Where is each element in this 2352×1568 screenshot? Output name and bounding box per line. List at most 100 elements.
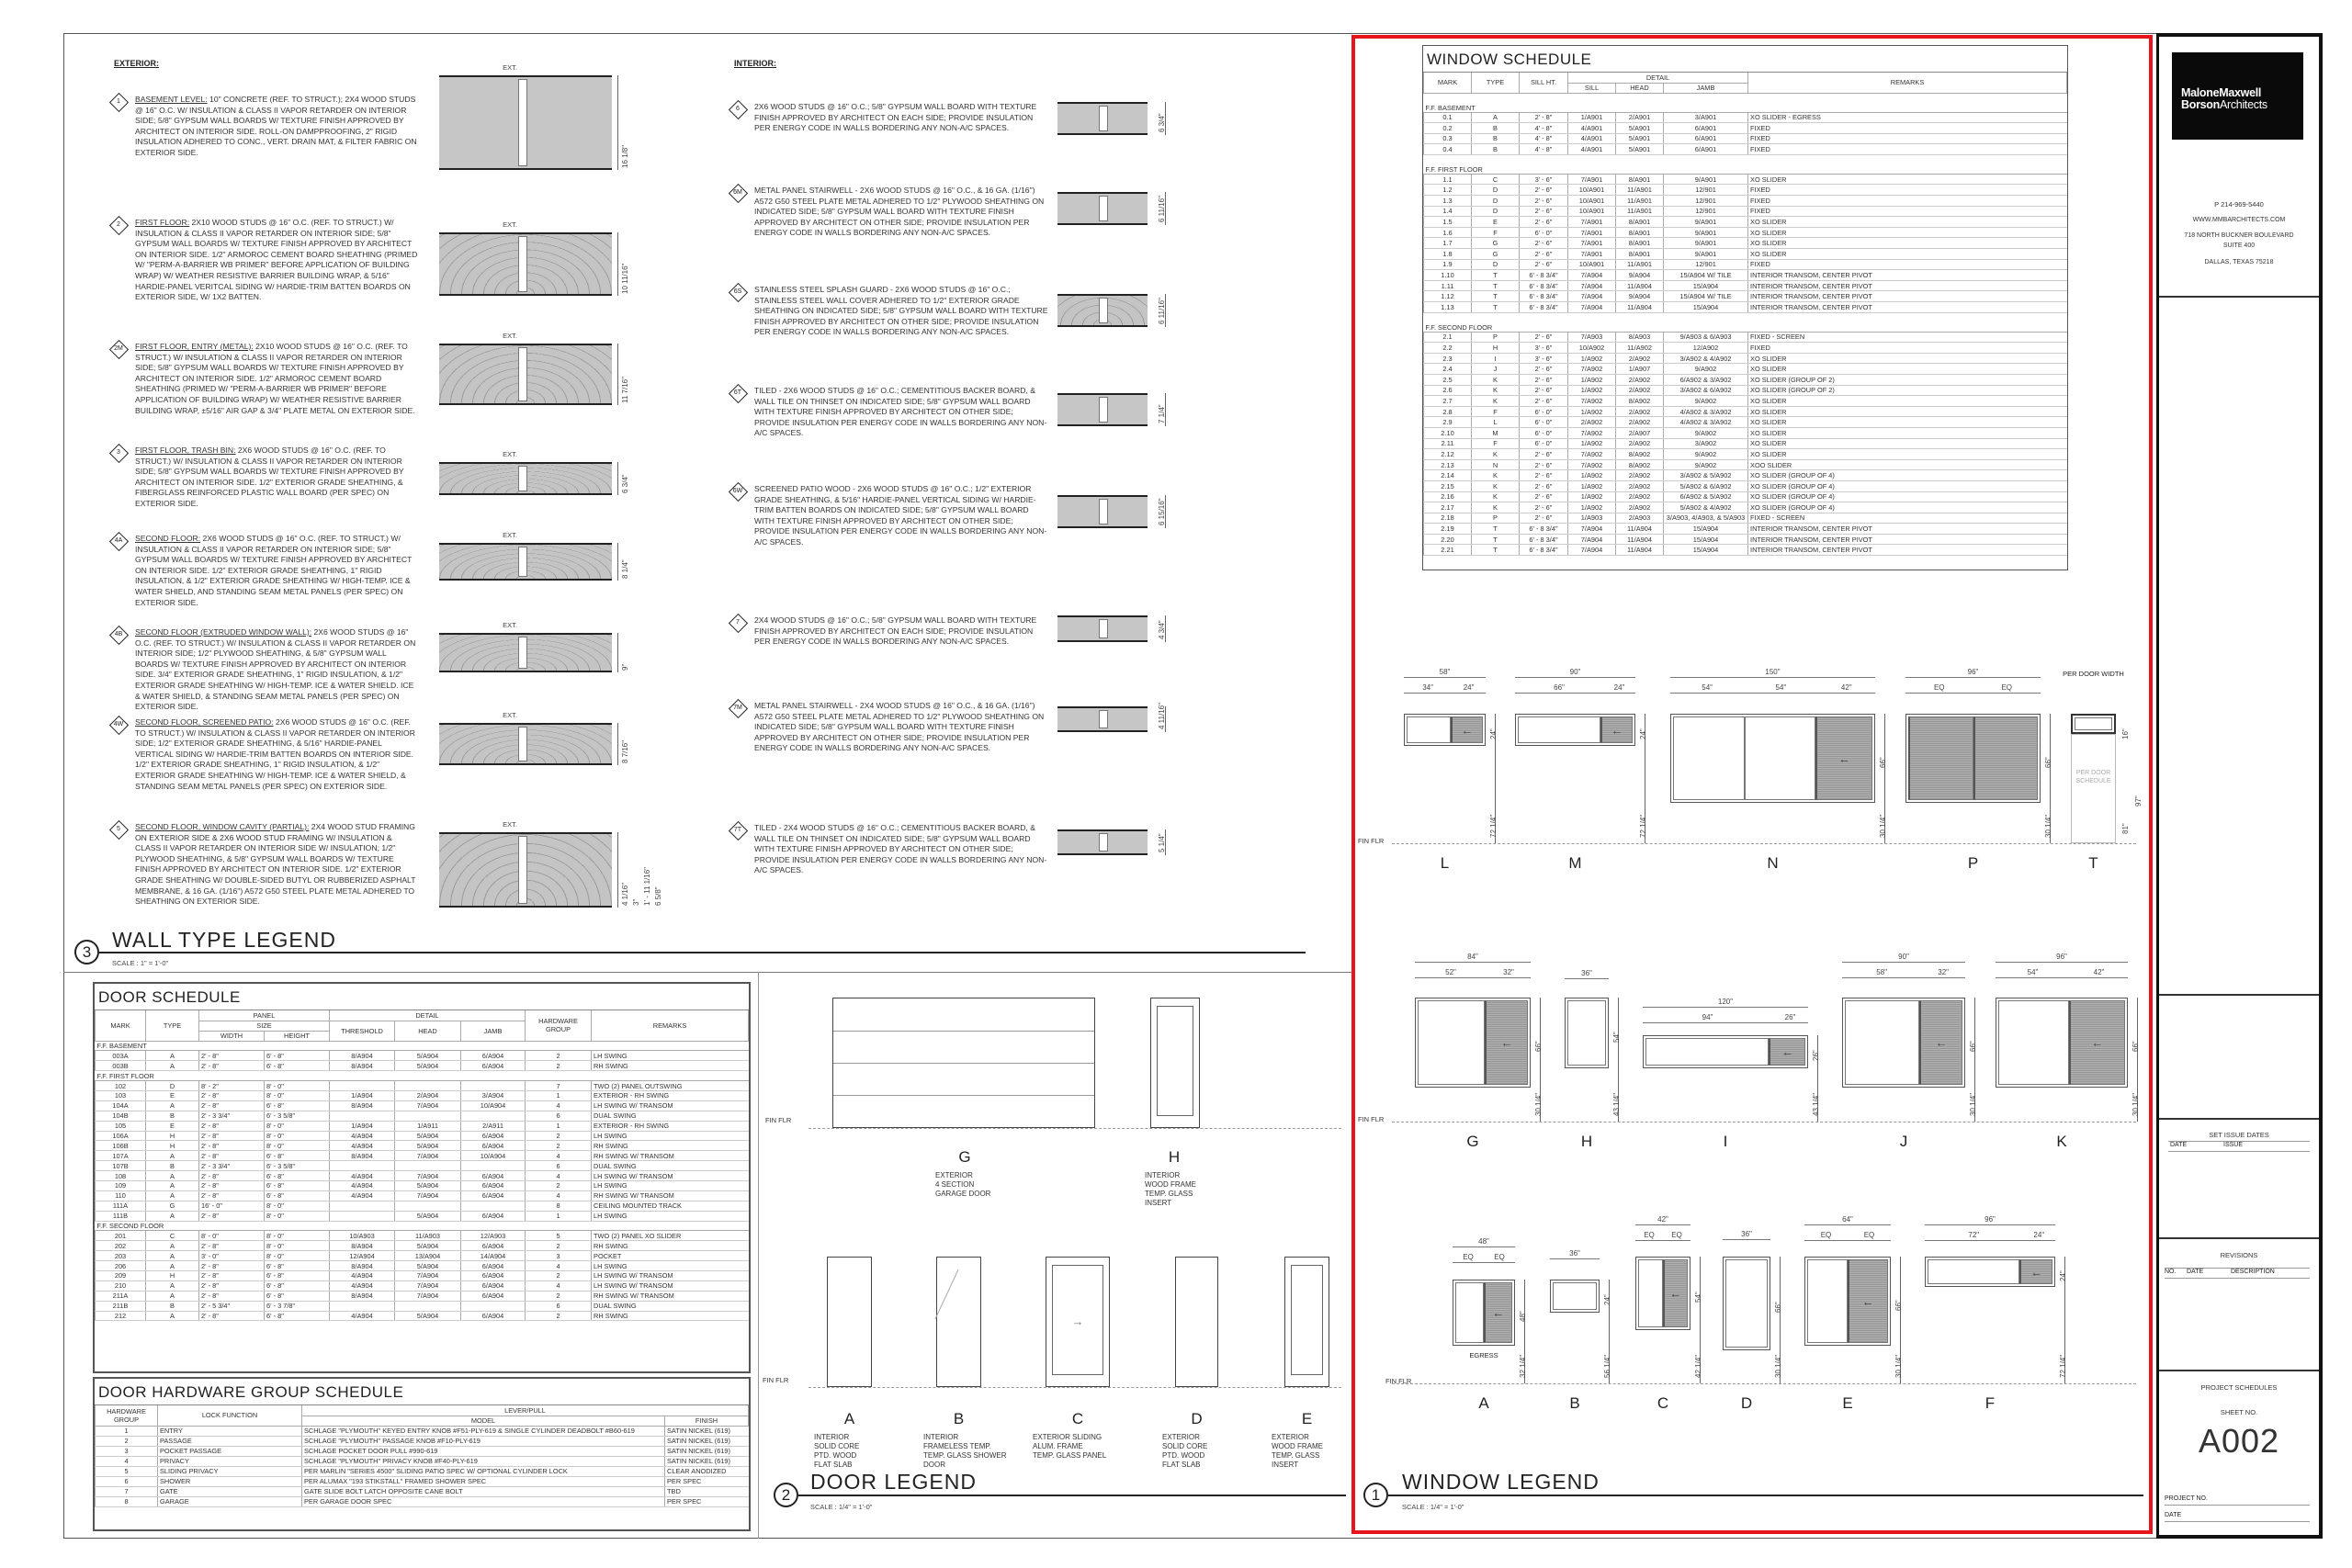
table-cell: T: [1471, 301, 1520, 313]
table-cell: 8' - 0": [264, 1140, 330, 1152]
window-type-label: F: [1984, 1394, 1996, 1412]
wall-note-title: SECOND FLOOR, WINDOW CAVITY (PARTIAL):: [135, 822, 310, 831]
door-type-description: EXTERIOR SLIDING ALUM. FRAME TEMP. GLASS…: [1033, 1433, 1107, 1460]
table-cell: 6' - 8 3/4": [1519, 280, 1568, 292]
window-height-dimension: 66": [1879, 756, 1887, 768]
table-cell: 6' - 8": [264, 1060, 330, 1072]
dimension-line: [617, 633, 618, 672]
logo-line-2b: Architects: [2219, 98, 2267, 111]
table-cell: E: [145, 1090, 199, 1101]
table-cell: 9/A904: [1615, 269, 1664, 281]
window-width-dimension: 90": [1515, 668, 1635, 678]
table-cell: [394, 1201, 461, 1212]
table-cell: G: [1471, 248, 1520, 260]
wall-note: BASEMENT LEVEL: 10" CONCRETE (REF. TO ST…: [135, 95, 420, 159]
table-cell: 211A: [95, 1291, 146, 1302]
table-cell: 12/901: [1662, 195, 1748, 207]
table-cell: 2' - 3 3/4": [198, 1111, 265, 1122]
window-sill-dimension: 30 1/4": [2044, 814, 2052, 838]
table-cell: LH SWING: [591, 1260, 749, 1271]
window-note: EGRESS: [1469, 1351, 1498, 1359]
set-issue-dates-label: SET ISSUE DATES: [2209, 1131, 2269, 1139]
table-cell: INTERIOR TRANSOM, CENTER PIVOT: [1747, 523, 2067, 535]
window-width-dimension: 96": [1996, 953, 2128, 963]
interior-heading: INTERIOR:: [734, 59, 776, 68]
table-cell: A: [145, 1291, 199, 1302]
table-cell: 206: [95, 1260, 146, 1271]
table-cell: 7/A901: [1567, 227, 1616, 239]
table-cell: 2/A902: [1567, 416, 1616, 428]
hardware-schedule-title: DOOR HARDWARE GROUP SCHEDULE: [95, 1379, 749, 1405]
table-cell: 6/A904: [459, 1311, 526, 1322]
wall-type-tag-label: 7T: [733, 827, 742, 833]
table-cell: 4/A904: [329, 1280, 395, 1292]
table-cell: 2: [525, 1060, 592, 1072]
firm-website[interactable]: WWW.MMBARCHITECTS.COM: [2192, 217, 2286, 223]
wall-note-title: FIRST FLOOR, TRASH BIN:: [135, 446, 236, 455]
table-cell: 3' - 0": [198, 1250, 265, 1262]
wall-note-title: BASEMENT LEVEL:: [135, 95, 208, 104]
table-cell: T: [1471, 534, 1520, 546]
table-cell: INTERIOR TRANSOM, CENTER PIVOT: [1747, 280, 2067, 292]
table-cell: LH SWING W/ TRANSOM: [591, 1270, 749, 1281]
table-cell: 2' - 6": [1519, 195, 1568, 207]
table-cell: XO SLIDER: [1747, 427, 2067, 439]
table-cell: K: [1471, 469, 1520, 481]
wall-type-tag-label: 6M: [733, 189, 742, 196]
sheet-no-label: SHEET NO.: [2220, 1408, 2258, 1416]
table-cell: 103: [95, 1090, 146, 1101]
wall-note: METAL PANEL STAIRWELL - 2X6 WOOD STUDS @…: [754, 186, 1045, 238]
table-cell: 2' - 8": [198, 1240, 265, 1252]
table-cell: 102: [95, 1080, 146, 1091]
window-elevation-P: [1905, 714, 2041, 803]
table-cell: 5/A904: [394, 1180, 461, 1191]
table-cell: 2/A911: [459, 1121, 526, 1132]
glass-pane: [1845, 1000, 1920, 1085]
table-cell: 8/A902: [1615, 448, 1664, 460]
col-type: TYPE: [145, 1010, 199, 1042]
table-cell: 7/A904: [394, 1150, 461, 1162]
table-cell: 6/A901: [1662, 143, 1748, 155]
table-cell: POCKET PASSAGE: [157, 1446, 302, 1457]
table-cell: 5/A901: [1615, 143, 1664, 155]
table-cell: DUAL SWING: [591, 1301, 749, 1312]
glass-pane: [1673, 716, 1745, 800]
stud: [518, 466, 528, 491]
table-cell: 6/A902 & 3/A902: [1662, 374, 1748, 386]
table-cell: 10/A901: [1567, 195, 1616, 207]
table-cell: A: [145, 1211, 199, 1222]
wall-note: FIRST FLOOR, TRASH BIN: 2x6 WOOD STUDS @…: [135, 446, 420, 510]
table-cell: 1.1: [1423, 174, 1472, 186]
door-elevation-A: [827, 1257, 872, 1387]
table-cell: XO SLIDER: [1747, 227, 2067, 239]
table-cell: 6: [525, 1160, 592, 1172]
table-cell: 2.3: [1423, 353, 1472, 365]
table-cell: [329, 1160, 395, 1172]
table-cell: 2/A904: [394, 1090, 461, 1101]
dimension-line: [1165, 393, 1166, 426]
sheet-number: A002: [2198, 1422, 2280, 1460]
table-cell: 11/A901: [1615, 259, 1664, 271]
table-cell: 8/A901: [1615, 174, 1664, 186]
table-cell: 4/A902 & 3/A902: [1662, 416, 1748, 428]
table-cell: 2' - 8": [198, 1260, 265, 1271]
table-cell: A: [145, 1311, 199, 1322]
ext-label: EXT.: [503, 332, 517, 340]
table-cell: 2/A902: [1615, 416, 1664, 428]
window-width-dimension: 48": [1453, 1237, 1515, 1247]
table-cell: H: [1471, 342, 1520, 354]
window-height-dimension: 24": [1489, 728, 1498, 739]
dimension-line: [617, 344, 618, 405]
table-cell: 6/A902 & 5/A902: [1662, 491, 1748, 503]
table-cell: 5/A902 & 4/A902: [1662, 502, 1748, 513]
